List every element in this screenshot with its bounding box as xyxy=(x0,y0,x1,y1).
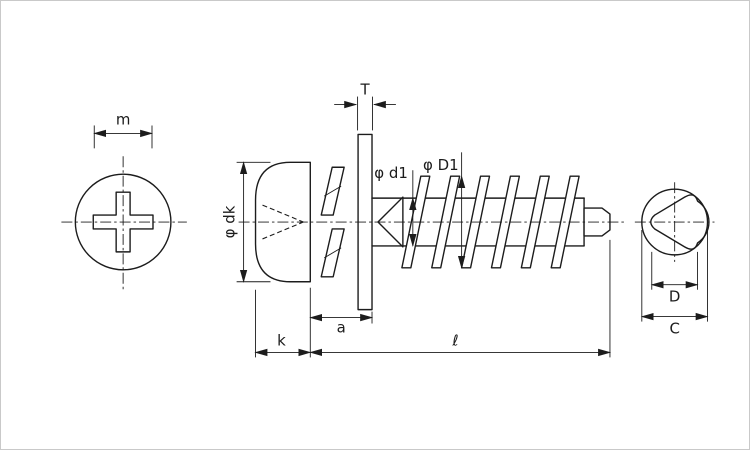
tip-outline-end xyxy=(641,188,709,256)
dimension-d: D xyxy=(650,251,699,306)
recess-hidden-line xyxy=(262,221,304,240)
label-d: D xyxy=(669,288,681,306)
label-k: k xyxy=(277,331,286,349)
dimension-dk: φ dk xyxy=(221,161,271,283)
dimension-t: T xyxy=(334,81,396,131)
label-dk: φ dk xyxy=(221,205,239,238)
recess-hidden-line xyxy=(262,204,304,223)
dimension-c: C xyxy=(640,229,709,338)
label-c: C xyxy=(669,320,679,338)
dimension-d1: φ d1 xyxy=(374,164,417,247)
front-view: m xyxy=(61,110,187,290)
phillips-recess-icon xyxy=(92,191,154,253)
spring-washer-split xyxy=(323,185,342,197)
dimension-k: k xyxy=(254,289,312,358)
label-a: a xyxy=(337,319,346,337)
side-view: φ dk T φ d1 φ D1 a xyxy=(221,81,627,358)
head-outline-front xyxy=(74,173,172,271)
dimension-d1-major: φ D1 xyxy=(423,152,466,269)
pan-head-profile xyxy=(254,161,311,283)
spring-washer-split xyxy=(323,247,342,259)
label-m: m xyxy=(116,110,131,128)
dimension-length: ℓ xyxy=(309,239,612,358)
label-length: ℓ xyxy=(452,331,459,349)
trilobular-cross-section xyxy=(650,194,710,250)
label-t: T xyxy=(359,81,370,99)
label-d1: φ d1 xyxy=(374,164,408,182)
label-d1-major: φ D1 xyxy=(423,156,459,174)
dimension-m: m xyxy=(93,110,154,149)
dimension-a: a xyxy=(309,287,374,358)
end-view: D C xyxy=(634,182,715,338)
